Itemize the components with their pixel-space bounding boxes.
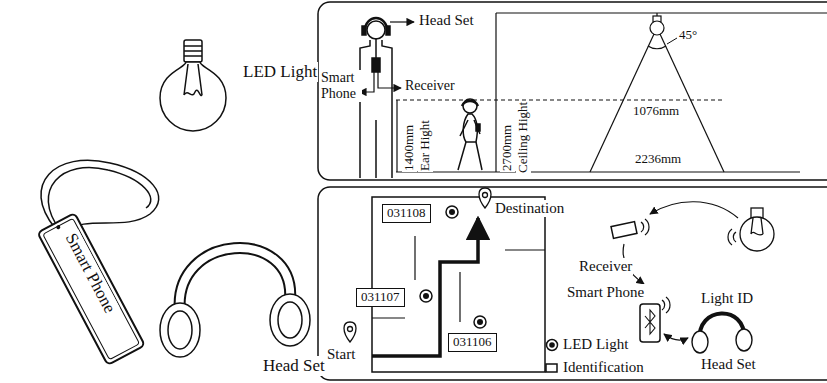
panel-frame	[318, 187, 827, 380]
bluetooth-link	[664, 334, 688, 340]
legend-swatch	[545, 338, 559, 352]
ear-height-line	[396, 99, 725, 100]
map-label: Start	[326, 346, 356, 363]
receiver-device	[611, 222, 637, 239]
ceiling-line	[496, 12, 827, 13]
dimension-label: Ceiling Hight	[516, 101, 531, 174]
legend-text: LED Light	[563, 336, 628, 353]
light-cone	[590, 34, 724, 172]
leader-line	[390, 21, 414, 22]
phone-icon	[640, 304, 660, 342]
signal-arrow	[650, 202, 738, 218]
identification-number: 031108	[387, 206, 426, 221]
dimension-value: 2700mm	[500, 124, 515, 172]
part-label: Smart Phone	[320, 70, 362, 102]
leader-line	[667, 38, 677, 44]
dimension-line	[495, 13, 496, 172]
location-pin	[344, 188, 491, 342]
part-label: Light ID	[700, 290, 754, 307]
part-label: Receiver	[578, 258, 633, 275]
dimension-line	[396, 100, 397, 172]
legend-entry: Identification	[545, 359, 644, 376]
legend-entry: LED Light	[545, 336, 628, 353]
identification-box: 031106	[448, 333, 497, 352]
part-label: LED Light	[242, 62, 318, 82]
map-label: Destination	[494, 200, 565, 217]
part-label: Head Set	[700, 356, 757, 373]
led-dot	[420, 206, 486, 328]
panel-frame	[318, 2, 827, 180]
dimension-value: 2236mm	[634, 152, 682, 167]
angle-value: 45°	[678, 28, 698, 43]
person-walking	[458, 99, 482, 170]
identification-number: 031107	[361, 290, 400, 305]
smartphone	[37, 213, 145, 365]
part-label: Smart Phone	[566, 284, 645, 301]
light-bulb	[740, 208, 774, 251]
leader-line	[378, 72, 401, 88]
headset	[160, 248, 310, 357]
part-label: Head Set	[418, 12, 475, 29]
floor-map	[372, 197, 545, 372]
identification-box: 031108	[382, 204, 431, 223]
legend-text: Identification	[563, 359, 644, 376]
dimension-label: Ear Hight	[418, 119, 433, 172]
part-label: Receiver	[404, 78, 456, 94]
legend-swatch	[545, 361, 559, 375]
map-wall	[372, 236, 545, 322]
part-label: Head Set	[262, 356, 326, 376]
floor-line	[396, 171, 800, 172]
identification-box: 031107	[356, 288, 405, 307]
headset-icon	[692, 313, 752, 353]
ceiling-bulb	[650, 13, 664, 35]
person-front	[360, 18, 392, 178]
identification-number: 031106	[453, 335, 492, 350]
dimension-value: 1400mm	[402, 124, 417, 172]
led-bulb	[160, 40, 226, 131]
dimension-value: 1076mm	[632, 104, 680, 119]
